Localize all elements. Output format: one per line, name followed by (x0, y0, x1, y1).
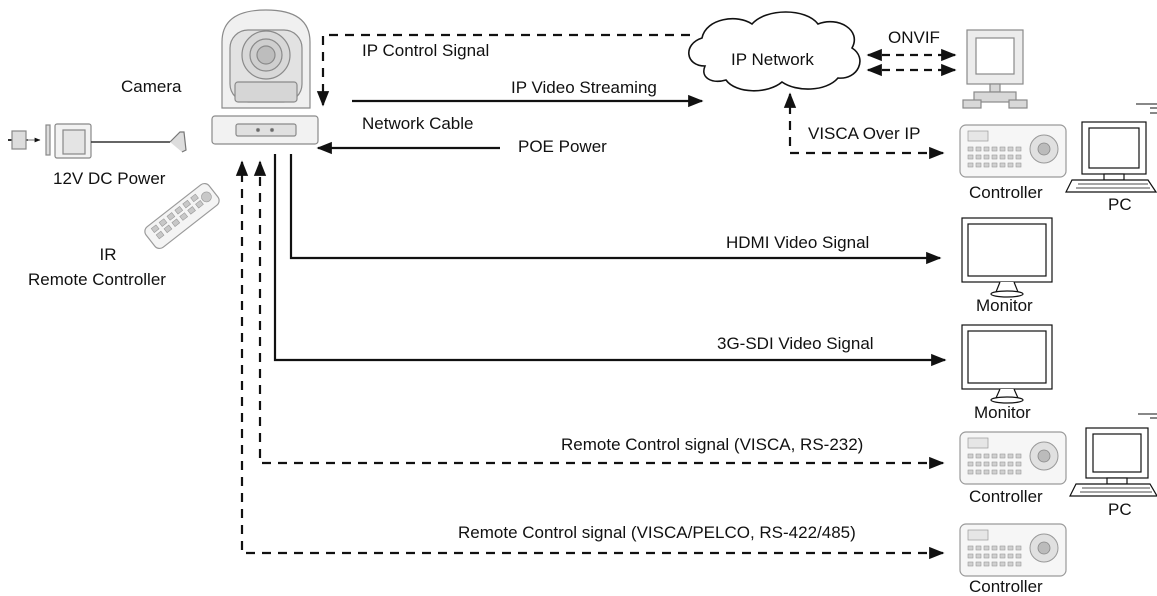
onvif-label: ONVIF (888, 28, 940, 47)
ir-label-line2: Remote Controller (28, 270, 166, 289)
monitor-sdi-icon (961, 324, 1053, 404)
power-adapter-icon (8, 123, 187, 159)
monitor-hdmi-label: Monitor (976, 296, 1033, 315)
controller-rs422-icon (959, 523, 1067, 577)
sdi-label: 3G-SDI Video Signal (717, 334, 874, 353)
visca-ip-arrow (783, 92, 945, 160)
ip-network-cloud (688, 11, 861, 92)
visca-ip-label: VISCA Over IP (808, 124, 921, 143)
rs422-label: Remote Control signal (VISCA/PELCO, RS-4… (458, 523, 856, 542)
controller-top-label: Controller (969, 183, 1043, 202)
ip-network-label: IP Network (731, 50, 814, 69)
rs422-arrow (235, 160, 945, 560)
pc-top-label: PC (1108, 195, 1132, 214)
ip-control-label: IP Control Signal (362, 41, 490, 60)
controller-bottom-label: Controller (969, 577, 1043, 596)
onvif-computer-icon (962, 29, 1028, 109)
monitor-hdmi-icon (961, 217, 1053, 298)
rs232-label: Remote Control signal (VISCA, RS-232) (561, 435, 864, 454)
poe-power-label: POE Power (518, 137, 607, 156)
controller-top-icon (959, 124, 1067, 178)
controller-mid-label: Controller (969, 487, 1043, 506)
controller-rs232-icon (959, 431, 1067, 485)
rs232-arrow (253, 160, 945, 470)
ptz-camera-icon (211, 9, 319, 145)
ir-label-line1: IR (99, 245, 117, 264)
ip-video-label: IP Video Streaming (511, 78, 657, 97)
ir-remote-icon (144, 182, 220, 250)
hdmi-label: HDMI Video Signal (726, 233, 870, 252)
dc-power-label: 12V DC Power (53, 169, 166, 188)
monitor-sdi-label: Monitor (974, 403, 1031, 422)
pc-bottom-label: PC (1108, 500, 1132, 519)
pc-bottom-icon (1069, 413, 1157, 497)
camera-label: Camera (121, 77, 182, 96)
pc-top-icon (1065, 103, 1157, 193)
network-cable-label: Network Cable (362, 114, 474, 133)
